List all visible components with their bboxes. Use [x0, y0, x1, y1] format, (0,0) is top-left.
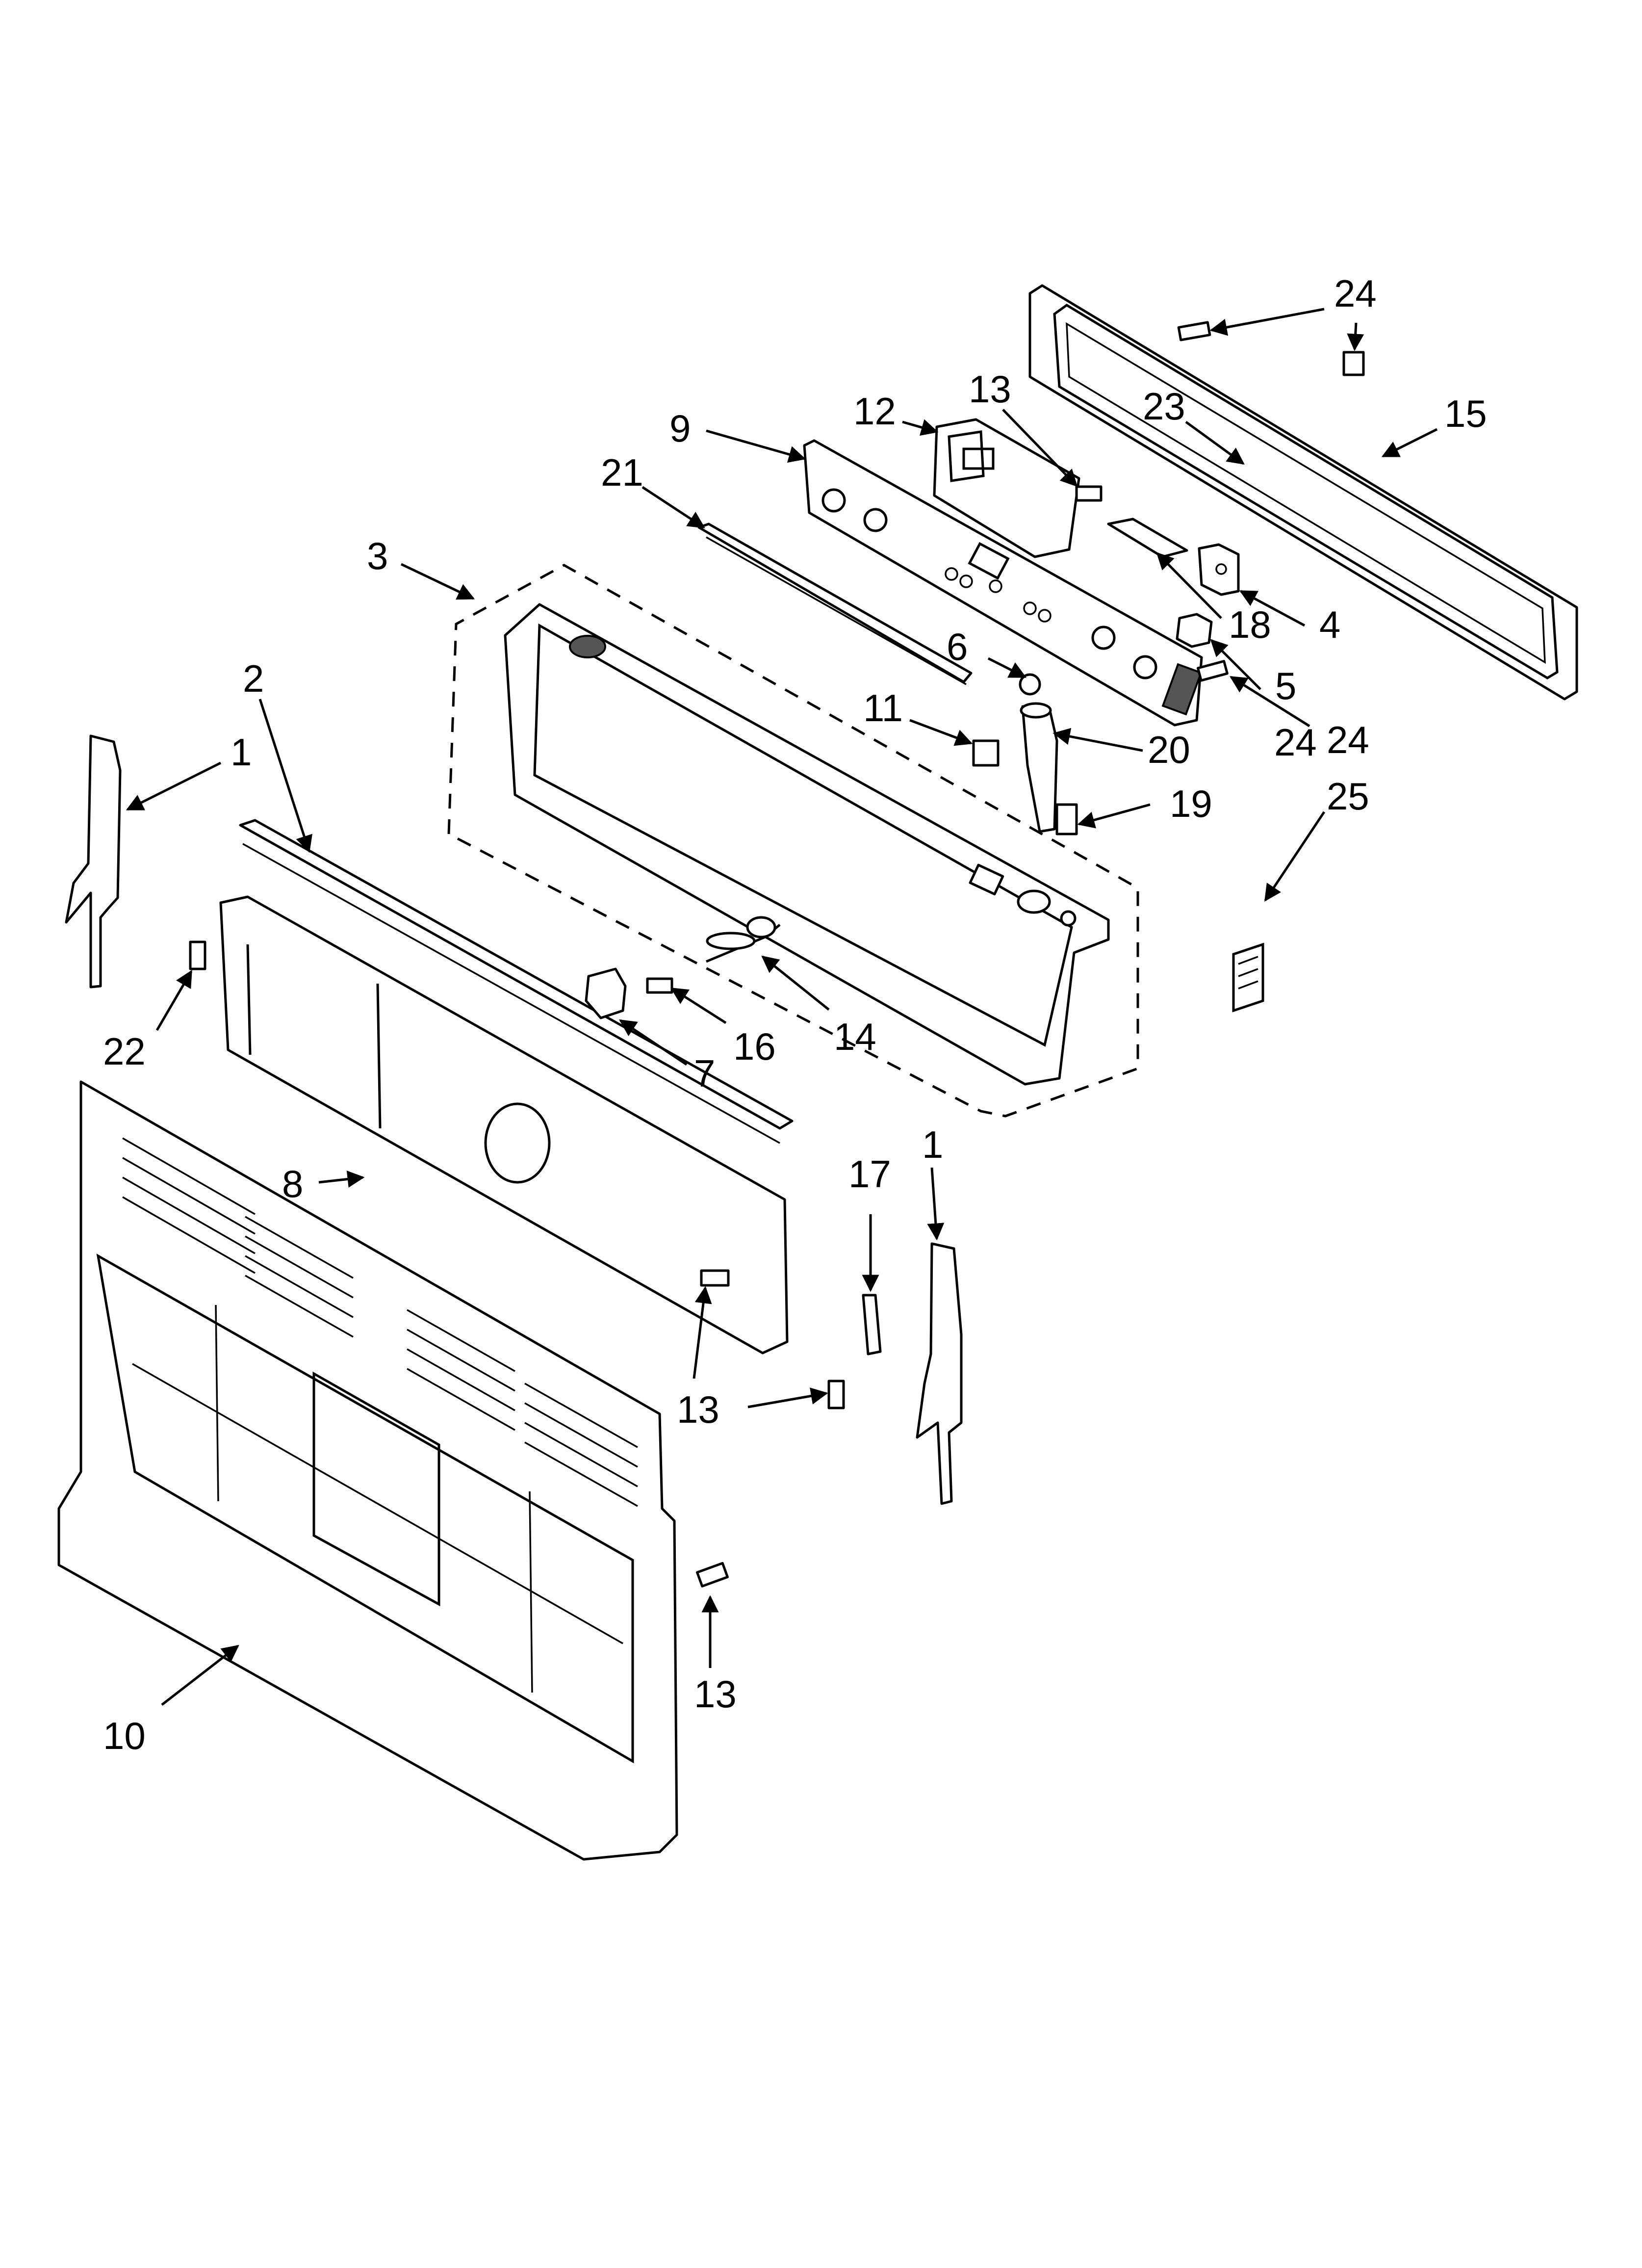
part-25-wire-clips [1232, 942, 1264, 1013]
part-17-clip [862, 1294, 882, 1356]
callout-22: 22 [103, 1030, 146, 1073]
part-16-screw [646, 977, 673, 994]
callout-1: 1 [922, 1123, 943, 1166]
part-7-knob [585, 967, 627, 1019]
part-2-manifold-bracket [239, 819, 794, 1144]
callout-15: 15 [1444, 392, 1487, 435]
louvers [122, 1137, 638, 1507]
callout-labels: 24 24 24 23 15 13 12 9 21 3 4 18 6 5 11 … [103, 272, 1487, 1757]
part-13-screw-panel [700, 1269, 730, 1287]
callout-19: 19 [1170, 782, 1212, 825]
callout-5: 5 [1275, 664, 1296, 707]
callout-10: 10 [103, 1714, 146, 1757]
part-13-screw-back [695, 1562, 729, 1588]
part-9-control-panel [803, 439, 1203, 727]
callout-1: 1 [231, 730, 252, 774]
callout-13: 13 [677, 1388, 719, 1431]
callout-12: 12 [853, 390, 896, 433]
callout-8: 8 [282, 1162, 303, 1205]
part-24-screw-right [1196, 660, 1229, 682]
part-11-switch [972, 739, 1000, 767]
callout-24: 24 [1274, 721, 1317, 764]
callout-23: 23 [1143, 385, 1185, 428]
callout-18: 18 [1229, 603, 1271, 646]
part-24-screw-top-1 [1177, 321, 1211, 341]
part-5-relay [1176, 613, 1213, 648]
part-13-screw-clock [1075, 485, 1103, 502]
callout-21: 21 [601, 451, 643, 494]
callout-25: 25 [1327, 775, 1369, 818]
part-19-fuse-holder [1055, 803, 1078, 835]
callout-24: 24 [1334, 272, 1377, 315]
part-20-thermostat [1020, 702, 1058, 833]
part-1-side-rail-left [65, 734, 122, 989]
part-18-overlay-label [1107, 518, 1188, 558]
part-12-clock-module [933, 418, 1080, 558]
part-3-group-outline [447, 564, 1139, 1118]
part-3-console [504, 603, 1110, 1086]
callout-4: 4 [1319, 603, 1340, 646]
callout-2: 2 [243, 657, 264, 700]
part-4-switch [1198, 543, 1240, 596]
callout-9: 9 [669, 407, 691, 450]
part-21-bracket-strip [697, 522, 973, 685]
callout-11: 11 [863, 686, 903, 730]
part-10-rear-panel [57, 1080, 678, 1861]
callout-20: 20 [1148, 728, 1190, 771]
leader-lines [126, 308, 1438, 1706]
callout-7: 7 [694, 1052, 715, 1095]
part-1-side-rail-right [916, 1242, 963, 1505]
part-13-screw-panel-lower [827, 1380, 845, 1409]
callout-24: 24 [1327, 718, 1369, 761]
part-6-button [1019, 673, 1041, 696]
callout-17: 17 [848, 1152, 891, 1196]
part-15-trim-frame [1028, 284, 1578, 701]
part-8-manifold-panel [219, 895, 789, 1355]
part-24-screw-top-2 [1342, 351, 1365, 376]
part-14-bezel [706, 916, 776, 950]
part-22-screw [189, 940, 206, 970]
callout-13: 13 [969, 367, 1011, 411]
callout-14: 14 [834, 1015, 876, 1058]
callout-6: 6 [947, 625, 968, 668]
callout-3: 3 [367, 534, 388, 577]
callout-13: 13 [694, 1672, 737, 1716]
callout-16: 16 [733, 1025, 776, 1068]
